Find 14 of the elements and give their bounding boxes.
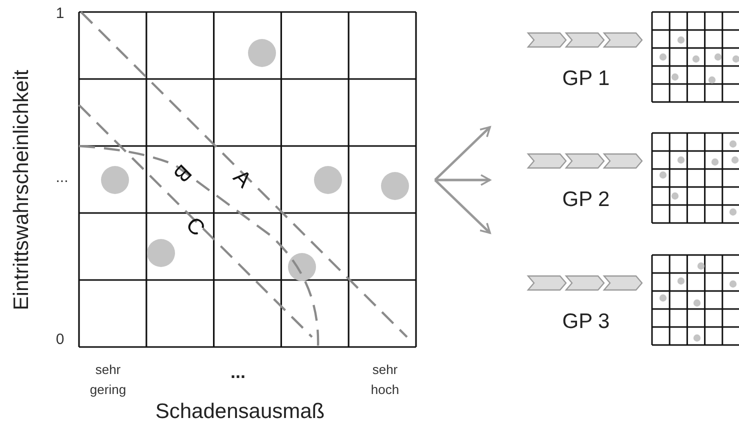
axis-tick-label: ... <box>54 168 70 188</box>
axis-tick-label: ... <box>229 362 246 382</box>
axis-title: Eintrittswahrscheinlichkeit <box>9 68 34 312</box>
zone-label: C <box>181 211 211 241</box>
axis-tick-label: sehr hoch <box>370 361 400 399</box>
axis-tick-label: sehr gering <box>88 361 128 399</box>
process-label: GP 3 <box>561 309 611 335</box>
axis-tick-label: 1 <box>54 4 66 24</box>
zone-label: B <box>168 159 198 189</box>
zone-label: A <box>228 163 258 193</box>
process-label: GP 2 <box>561 187 611 213</box>
process-label: GP 1 <box>561 66 611 92</box>
axis-title: Schadensausmaß <box>154 399 326 426</box>
axis-tick-label: 0 <box>54 330 66 350</box>
